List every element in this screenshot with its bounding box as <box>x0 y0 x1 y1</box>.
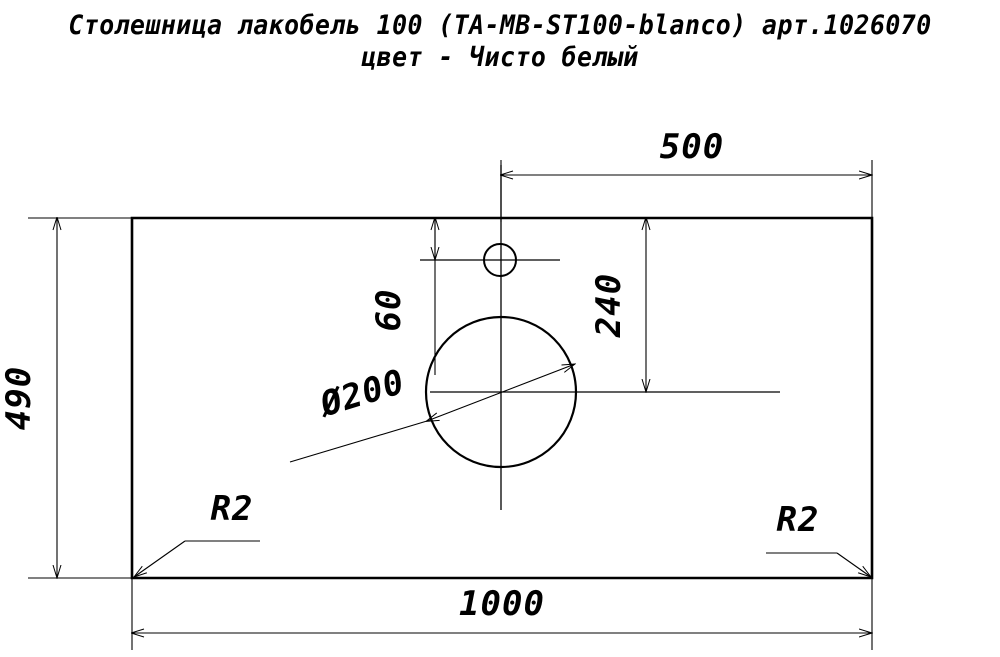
dimension-bowl-diameter: Ø200 <box>289 362 575 463</box>
radius-callout-left: R2 <box>134 489 260 577</box>
dim-label-r2-right: R2 <box>777 500 820 540</box>
dimension-bowl-240: 240 <box>589 218 646 392</box>
dim-label-r2-left: R2 <box>211 489 254 529</box>
dim-label-1000: 1000 <box>459 584 545 624</box>
dim-label-diameter: Ø200 <box>313 362 410 426</box>
leader-tail-diameter <box>289 420 428 463</box>
dim-label-60: 60 <box>369 289 409 332</box>
dim-label-240: 240 <box>589 273 629 338</box>
dimension-depth-490: 490 <box>0 218 135 578</box>
leader-line-r2-right <box>836 552 871 577</box>
dimension-width-1000: 1000 <box>132 578 872 650</box>
radius-callout-right: R2 <box>766 500 871 577</box>
leader-line-r2-left <box>134 540 186 577</box>
dim-line-diameter <box>427 364 575 421</box>
dim-label-500: 500 <box>660 127 724 167</box>
dim-label-490: 490 <box>0 366 39 430</box>
dimension-offset-500: 500 <box>501 127 872 222</box>
dimension-taphole-60: 60 <box>369 218 435 375</box>
